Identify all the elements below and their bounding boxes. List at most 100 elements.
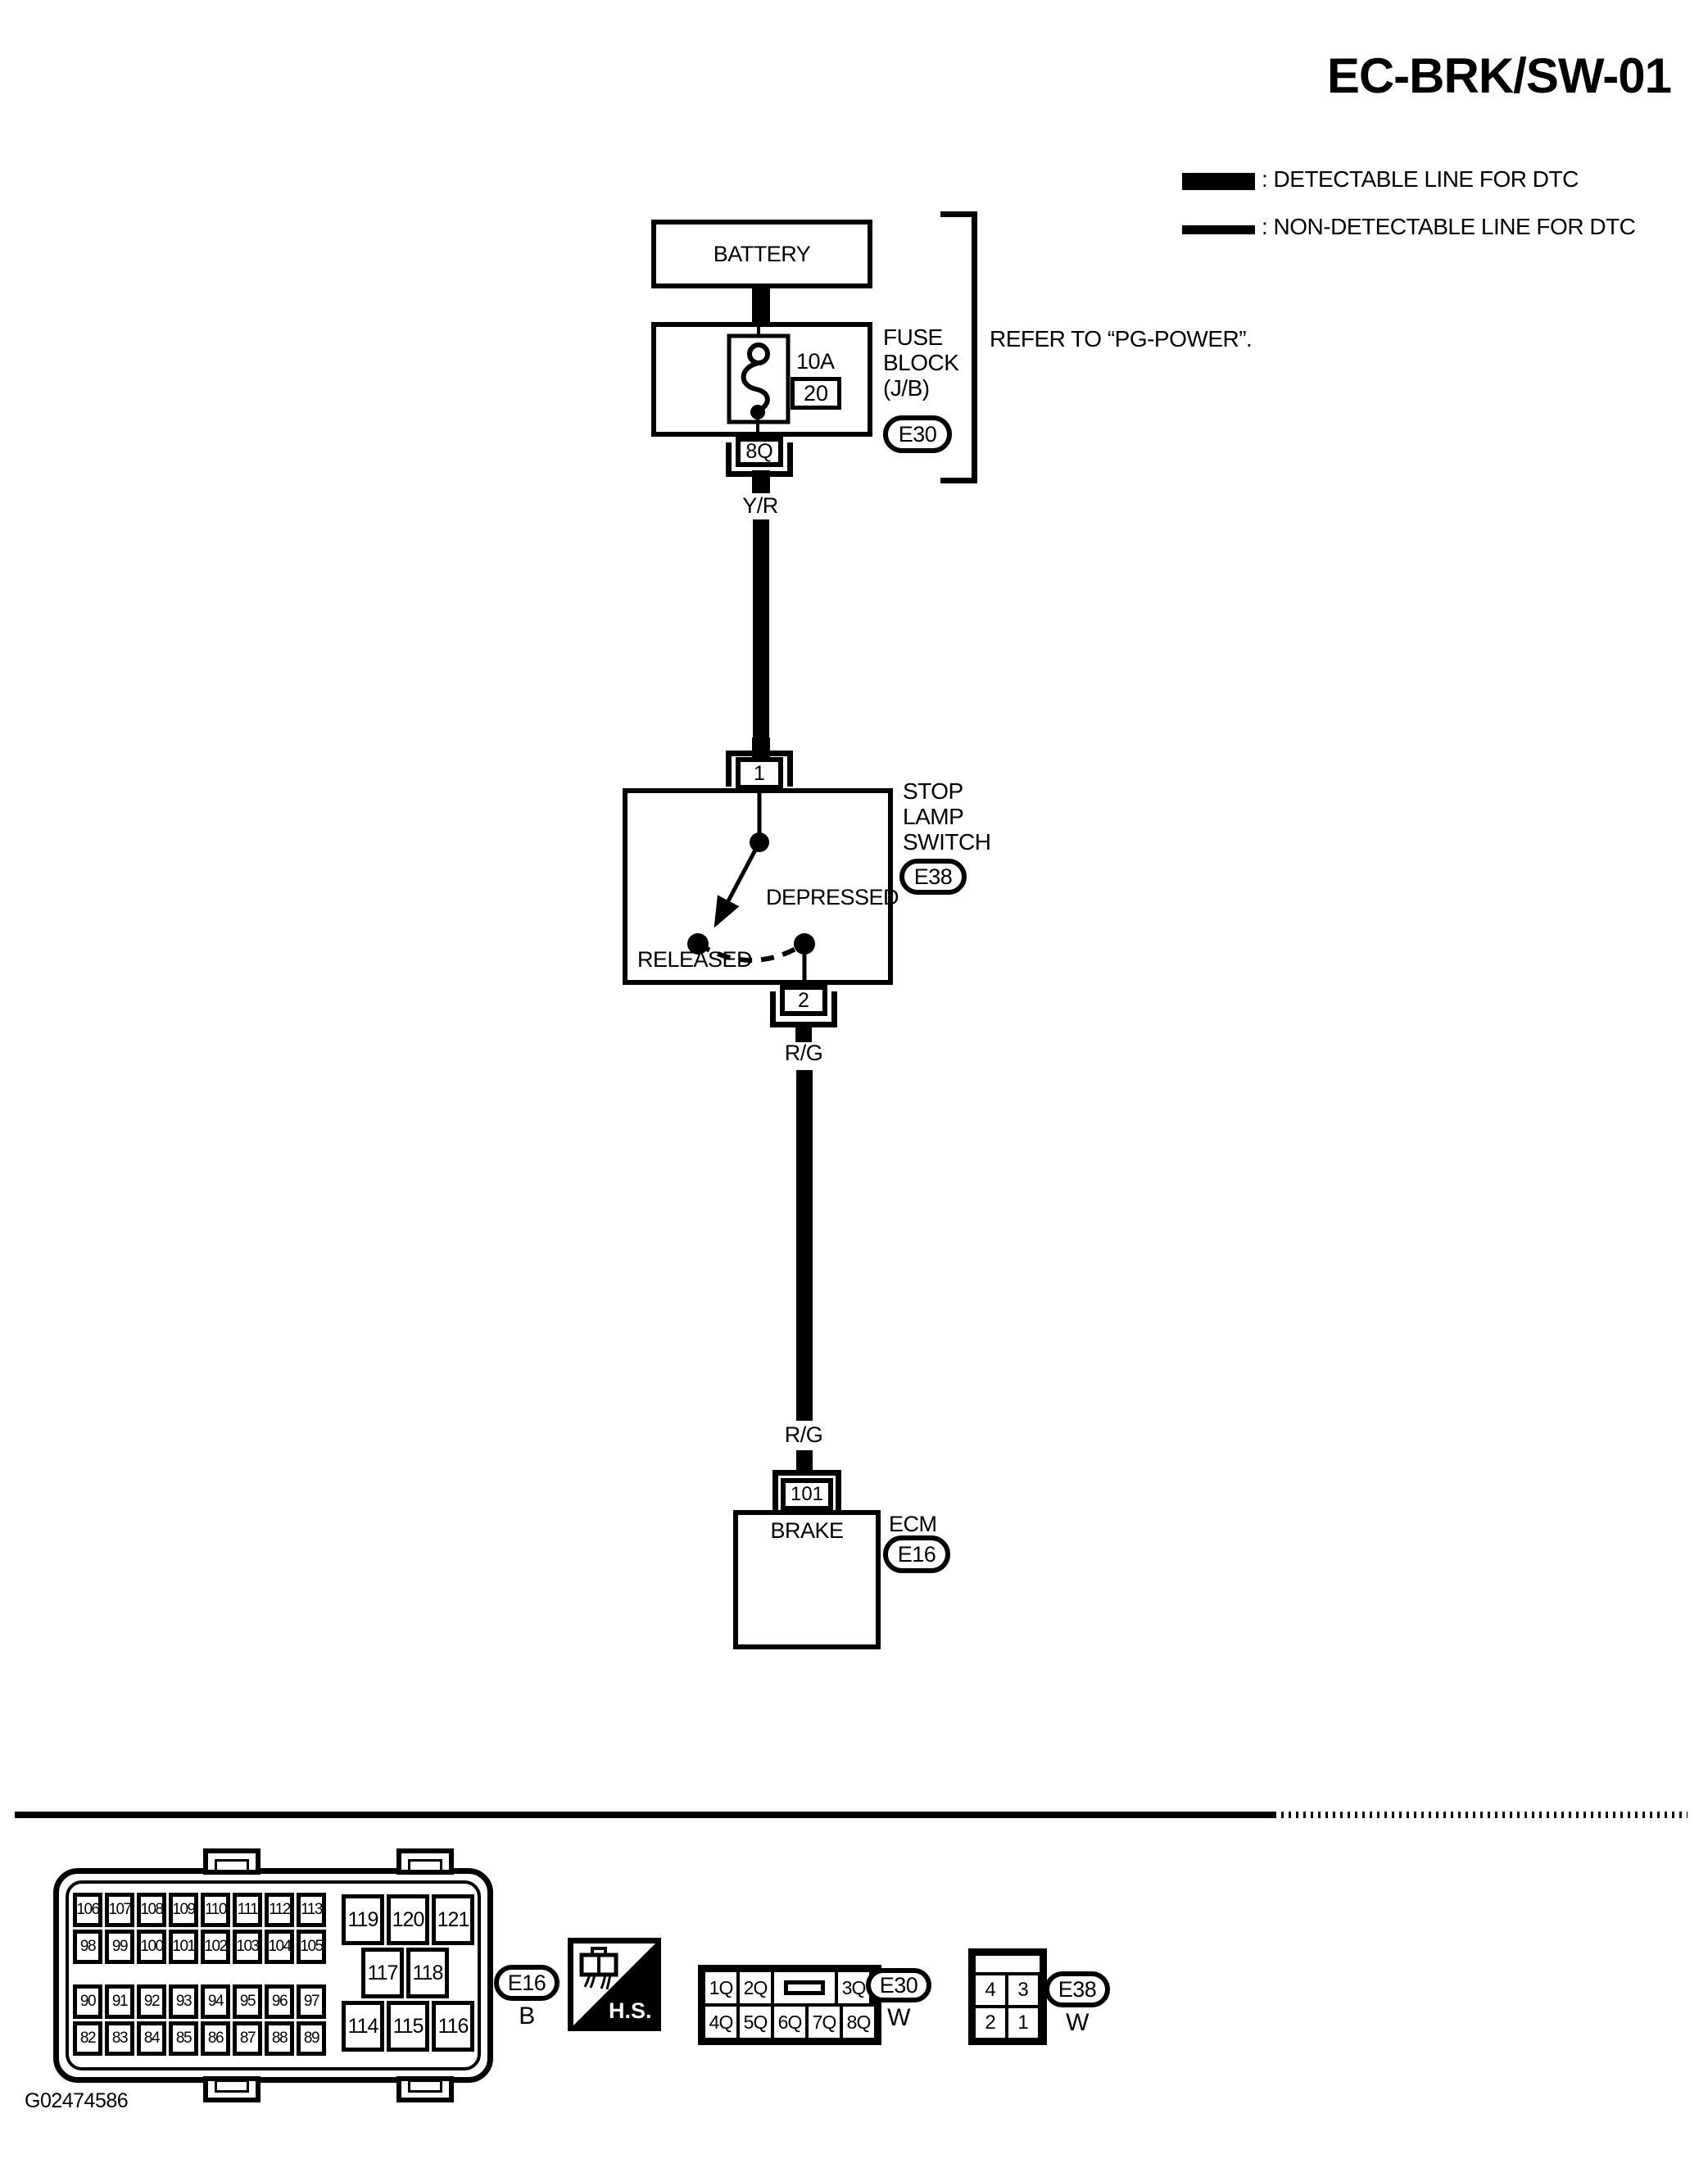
pin-cell: 3 — [1008, 1975, 1038, 2005]
pin-cell: 108 — [137, 1893, 166, 1927]
pin-cell: 98 — [73, 1930, 102, 1964]
terminal-8q-bracket — [726, 442, 793, 477]
refer-bracket — [972, 211, 977, 483]
stop-lamp-switch-box — [623, 788, 893, 985]
terminal-101-bracket — [772, 1470, 841, 1511]
terminal-2: 2 — [780, 985, 827, 1016]
fuse-block-name: FUSE BLOCK (J/B) — [883, 324, 959, 401]
pin-cell: 2Q — [740, 1972, 771, 2003]
pin-cell: 114 — [342, 2001, 384, 2052]
pin-cell: 1 — [1008, 2008, 1038, 2038]
pin-cell: 92 — [137, 1984, 166, 2019]
pin-cell: 3Q — [838, 1972, 869, 2003]
footer-e38-oval: E38 — [1044, 1971, 1110, 2007]
pin-cell: 116 — [432, 2001, 474, 2052]
pin-cell: 83 — [105, 2021, 134, 2056]
pin-cell: 119 — [342, 1894, 384, 1945]
pin-cell: 2 — [976, 2008, 1005, 2038]
e30-row1: 1Q 2Q 3Q — [705, 1972, 874, 2003]
pin-cell: 4Q — [705, 2007, 736, 2038]
hs-badge-label: H.S. — [609, 1998, 652, 2023]
pin-cell: 90 — [73, 1984, 102, 2019]
pin-cell: 4 — [976, 1975, 1005, 2005]
pin-cell: 7Q — [809, 2007, 840, 2038]
pin-cell: 110 — [201, 1893, 230, 1927]
footer-e38-color: W — [1066, 2009, 1089, 2036]
e38-top-slot — [976, 1956, 1040, 1972]
pin-cell: 109 — [169, 1893, 198, 1927]
connector-plug-icon — [579, 1947, 618, 1990]
ecm-connector-oval: E16 — [883, 1535, 950, 1573]
section-divider-solid — [15, 1812, 1274, 1818]
terminal-101: 101 — [781, 1478, 833, 1511]
legend-non-detectable-label: : NON-DETECTABLE LINE FOR DTC — [1262, 214, 1636, 239]
footer-e16-oval: E16 — [494, 1965, 560, 2001]
pin-cell: 1Q — [705, 1972, 736, 2003]
pin-cell: 113 — [297, 1893, 326, 1927]
pin-cell: 94 — [201, 1984, 230, 2019]
pin-cell: 97 — [297, 1984, 326, 2019]
wire-yr-run — [753, 519, 769, 752]
wire-label-yr: Y/R — [742, 493, 778, 518]
legend-detectable-swatch — [1182, 173, 1255, 190]
wire-rg-run — [796, 1070, 813, 1421]
pin-cell: 5Q — [740, 2007, 771, 2038]
connector-tab-inner — [408, 1859, 442, 1872]
pin-cell: 120 — [387, 1894, 429, 1945]
pin-cell: 6Q — [774, 2007, 805, 2038]
pin-cell: 101 — [169, 1930, 198, 1964]
fuse-rating-label: 10A — [796, 349, 835, 374]
switch-icon — [687, 788, 815, 985]
terminal-1: 1 — [736, 757, 783, 790]
pin-cell: 117 — [361, 1948, 404, 1998]
refer-note: REFER TO “PG-POWER”. — [990, 326, 1253, 352]
pin-cell: 93 — [169, 1984, 198, 2019]
pin-cell: 111 — [233, 1893, 262, 1927]
page-title: EC-BRK/SW-01 — [1326, 48, 1672, 103]
connector-tab-inner — [215, 2080, 249, 2093]
refer-bracket-bottom-tick — [940, 478, 977, 483]
connector-tab-inner — [408, 2080, 442, 2093]
pin-cell: 87 — [233, 2021, 262, 2056]
pin-cell: 88 — [265, 2021, 294, 2056]
pin-cell: 118 — [406, 1948, 449, 1998]
ecm-box — [733, 1510, 881, 1649]
pin-cell: 100 — [137, 1930, 166, 1964]
battery-label: BATTERY — [713, 241, 811, 266]
pin-cell: 86 — [201, 2021, 230, 2056]
footer-e30-oval: E30 — [866, 1968, 931, 2002]
ecm-name: ECM — [889, 1512, 937, 1536]
pin-cell: 103 — [233, 1930, 262, 1964]
terminal-2-bracket — [770, 991, 837, 1027]
pin-cell: 89 — [297, 2021, 326, 2056]
fuse-number-box: 20 — [791, 377, 841, 410]
hs-badge-icon: H.S. — [568, 1938, 661, 2031]
fuse-icon — [727, 322, 791, 438]
terminal-1-bracket — [726, 751, 793, 787]
figure-code: G02474586 — [25, 2089, 129, 2112]
pin-cell: 102 — [201, 1930, 230, 1964]
ecm-pin-label: BRAKE — [770, 1518, 844, 1543]
pin-cell: 105 — [297, 1930, 326, 1964]
pin-cell: 107 — [105, 1893, 134, 1927]
footer-e16-color: B — [519, 2002, 535, 2030]
ecm-connector-inner-outline — [66, 1880, 481, 2070]
pin-cell: 91 — [105, 1984, 134, 2019]
section-divider-dotted — [1274, 1812, 1688, 1818]
pin-cell: 8Q — [843, 2007, 874, 2038]
connector-tab-inner — [215, 1859, 249, 1872]
pin-cell: 84 — [137, 2021, 166, 2056]
pin-cell: 82 — [73, 2021, 102, 2056]
